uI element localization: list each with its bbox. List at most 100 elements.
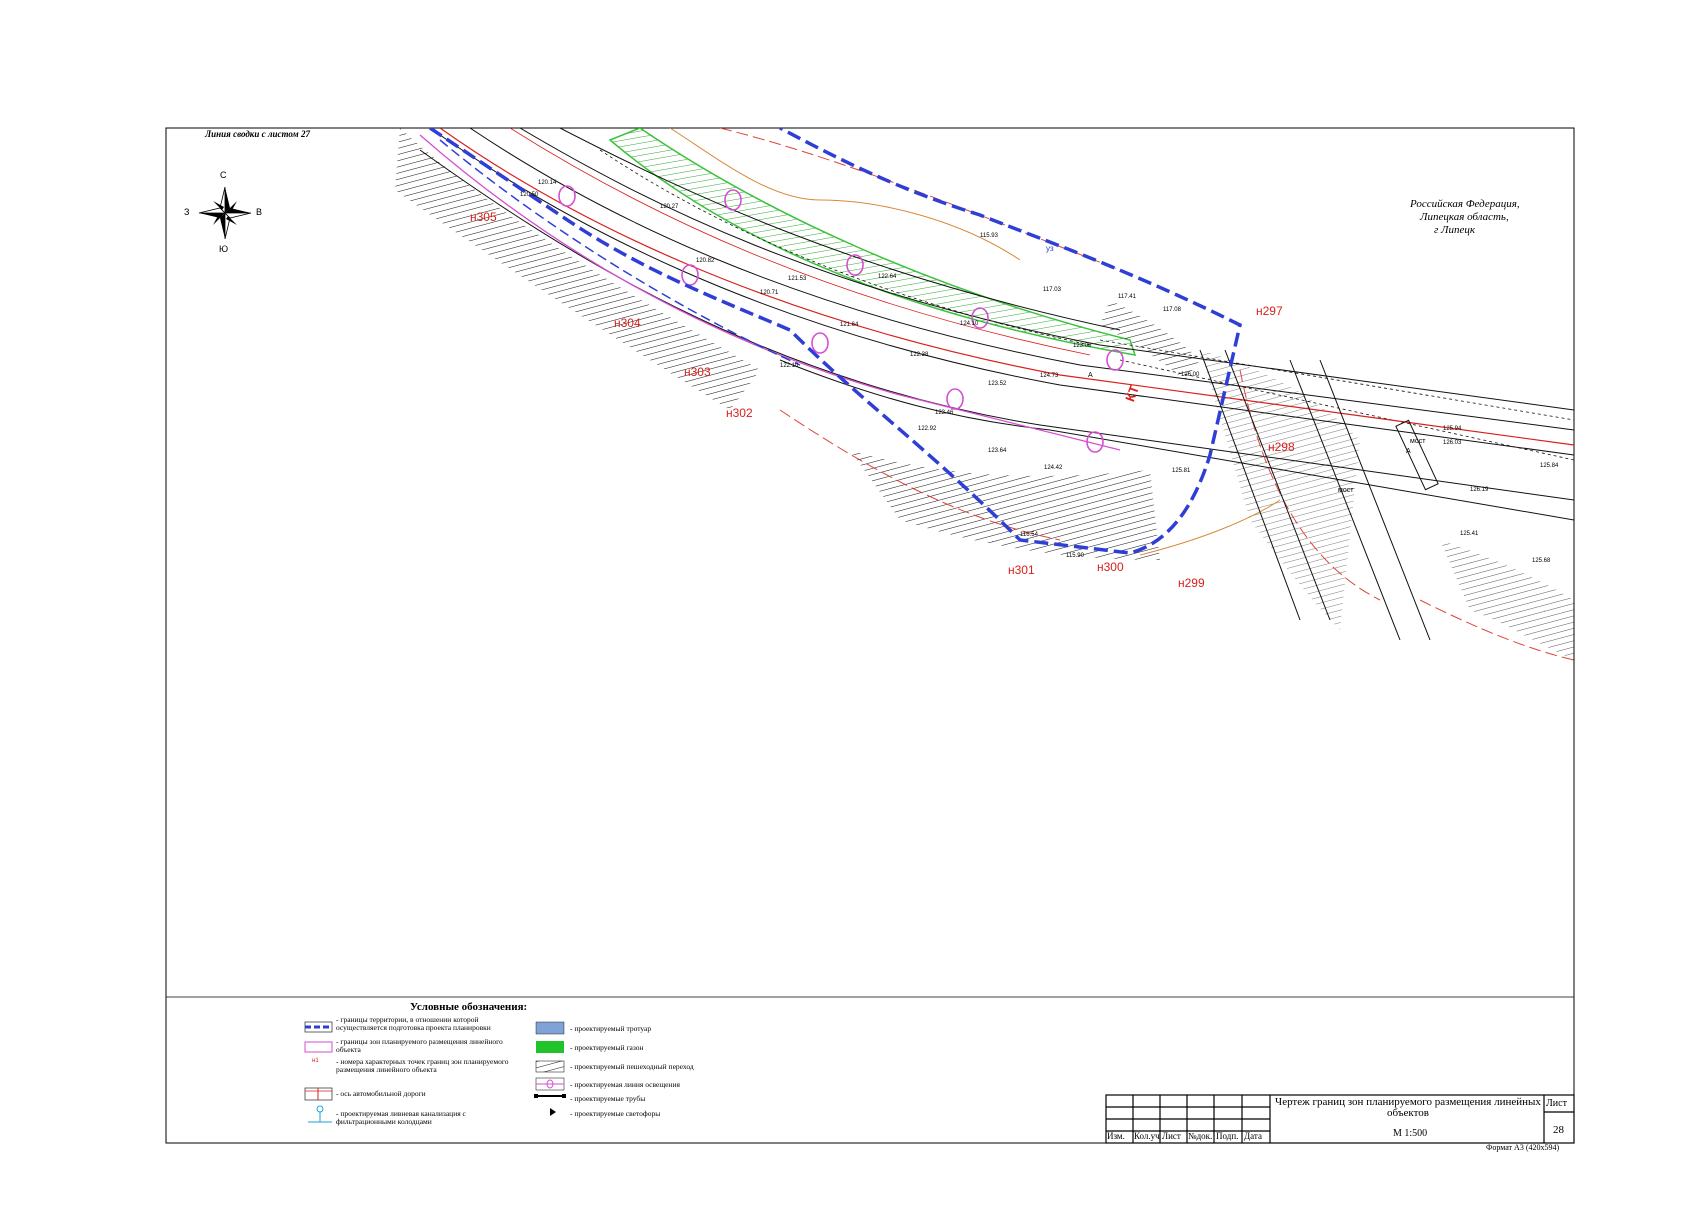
point-label: н297 bbox=[1256, 304, 1283, 318]
bridge-structure bbox=[1224, 349, 1331, 621]
elevation-label: 124.73 bbox=[1040, 373, 1059, 379]
legend-item: - проектируемый пешеходный переход bbox=[570, 1062, 694, 1071]
point-label: н304 bbox=[614, 316, 641, 330]
elevation-label: 124.10 bbox=[960, 321, 979, 327]
road-plan bbox=[395, 128, 1574, 661]
legend-item: - проектируемая ливневая канализация с ф… bbox=[336, 1109, 466, 1126]
fence-line-1 bbox=[599, 149, 1091, 346]
tb-column: Кол.уч bbox=[1134, 1131, 1160, 1141]
elevation-label: 120.14 bbox=[538, 180, 557, 186]
elevation-label: 126.19 bbox=[1470, 487, 1489, 493]
legend-item: - ось автомобильной дороги bbox=[336, 1089, 426, 1098]
elevation-label: 115.90 bbox=[1066, 553, 1084, 559]
marker-uvs: уз bbox=[1046, 244, 1054, 253]
elevation-label: 125.94 bbox=[1443, 426, 1462, 432]
marker-a: А bbox=[1406, 448, 1411, 455]
legend-title: Условные обозначения: bbox=[410, 1001, 528, 1013]
zone-limit-2 bbox=[779, 409, 1061, 541]
road-edge-5 bbox=[559, 128, 1121, 331]
elevation-label: 125.84 bbox=[1540, 463, 1559, 469]
point-label: н298 bbox=[1268, 440, 1295, 454]
drawing-title: Чертеж границ зон планируемого размещени… bbox=[1275, 1096, 1541, 1119]
lighting-pole bbox=[971, 307, 989, 329]
compass-east: В bbox=[256, 207, 263, 217]
lighting-pole bbox=[1106, 349, 1124, 371]
tb-column: №док. bbox=[1188, 1131, 1213, 1141]
elevation-label: 122.92 bbox=[918, 426, 937, 432]
orange-contour bbox=[1139, 499, 1281, 556]
lawn-area bbox=[608, 128, 1137, 356]
bridge-pier bbox=[1395, 419, 1439, 491]
bridge-structure bbox=[1199, 349, 1301, 621]
point-label: н299 bbox=[1178, 576, 1205, 590]
match-line-label: Линия сводки с листом 27 bbox=[205, 129, 310, 139]
marker-a: А bbox=[1088, 372, 1093, 379]
elevation-label: 120.50 bbox=[520, 192, 539, 198]
elevation-label: 125.68 bbox=[1532, 558, 1551, 564]
elevation-label: 121.64 bbox=[840, 322, 859, 328]
tb-column: Изм. bbox=[1107, 1131, 1125, 1141]
zone-limit-3 bbox=[1239, 369, 1381, 601]
elevation-label: 117.03 bbox=[1043, 287, 1061, 293]
legend-point-sample: н1 bbox=[312, 1058, 319, 1064]
lighting-pole bbox=[1086, 431, 1104, 453]
elevation-label: 120.71 bbox=[760, 290, 779, 296]
bridge-structure bbox=[1319, 359, 1431, 641]
legend-item: - границы территории, в отношении которо… bbox=[336, 1015, 491, 1032]
elevation-label: 126.00 bbox=[1181, 372, 1200, 378]
road-axis bbox=[439, 128, 1574, 446]
bridge-label: мост bbox=[1338, 487, 1354, 494]
bridge-structure bbox=[1289, 359, 1401, 641]
road-axis-2 bbox=[509, 128, 1091, 356]
elevation-label: 124.42 bbox=[1044, 465, 1063, 471]
road-edge-2 bbox=[469, 128, 1574, 431]
elevation-label: 122.64 bbox=[878, 274, 897, 280]
elevation-label: 123.46 bbox=[935, 410, 954, 416]
elevation-label: 125.41 bbox=[1460, 531, 1479, 537]
bridge-label: мост bbox=[1410, 438, 1426, 445]
compass-south: Ю bbox=[219, 244, 229, 254]
sheet-number: 28 bbox=[1553, 1124, 1564, 1136]
sheet-label: Лист bbox=[1546, 1098, 1567, 1109]
legend-item: - проектируемые светофоры bbox=[570, 1109, 661, 1118]
road-edge-3 bbox=[519, 128, 1574, 411]
legend-item: - границы зон планируемого размещения ли… bbox=[336, 1037, 503, 1054]
slope-north bbox=[1100, 300, 1200, 380]
drawing-scale: М 1:500 bbox=[1393, 1128, 1428, 1139]
road-edge-1 bbox=[429, 128, 1574, 456]
location-line-1: Российская Федерация, bbox=[1410, 198, 1520, 210]
elevation-label: 126.03 bbox=[1443, 440, 1462, 446]
elevation-label: 116.54 bbox=[1020, 532, 1038, 538]
location-line-3: г Липецк bbox=[1434, 224, 1476, 236]
point-label: н300 bbox=[1097, 560, 1124, 574]
title-block bbox=[1105, 1094, 1575, 1144]
elevation-label: 123.52 bbox=[988, 381, 1007, 387]
elevation-label: 115.93 bbox=[980, 233, 998, 239]
north-arrow bbox=[198, 186, 252, 240]
elevation-label: 120.27 bbox=[660, 204, 679, 210]
slope-south bbox=[850, 450, 1160, 560]
tb-column: Дата bbox=[1244, 1131, 1262, 1141]
location-line-2: Липецкая область, bbox=[1420, 211, 1509, 223]
point-label: н305 bbox=[470, 210, 497, 224]
elevation-label: 120.82 bbox=[696, 258, 715, 264]
sheet-format: Формат А3 (420х594) bbox=[1486, 1143, 1560, 1152]
lighting-pole bbox=[846, 254, 864, 276]
fence-line-2 bbox=[1099, 339, 1574, 421]
legend-item: - проектируемый газон bbox=[570, 1043, 644, 1052]
elevation-label: 125.81 bbox=[1172, 468, 1191, 474]
zone-limit-4 bbox=[1419, 599, 1574, 661]
slope-east-2 bbox=[1440, 540, 1574, 660]
legend-item: - проектируемые трубы bbox=[570, 1094, 646, 1103]
lighting-pole bbox=[681, 264, 699, 286]
zone-boundary bbox=[439, 139, 801, 366]
elevation-label: 121.53 bbox=[788, 276, 807, 282]
slope-south-west bbox=[395, 128, 760, 410]
point-label: н303 bbox=[684, 365, 711, 379]
point-label: н301 bbox=[1008, 563, 1035, 577]
point-label: н302 bbox=[726, 406, 753, 420]
lighting-pole bbox=[558, 185, 576, 207]
elevation-label: 117.08 bbox=[1163, 307, 1181, 313]
legend-item: - проектируемая линия освещения bbox=[570, 1080, 680, 1089]
